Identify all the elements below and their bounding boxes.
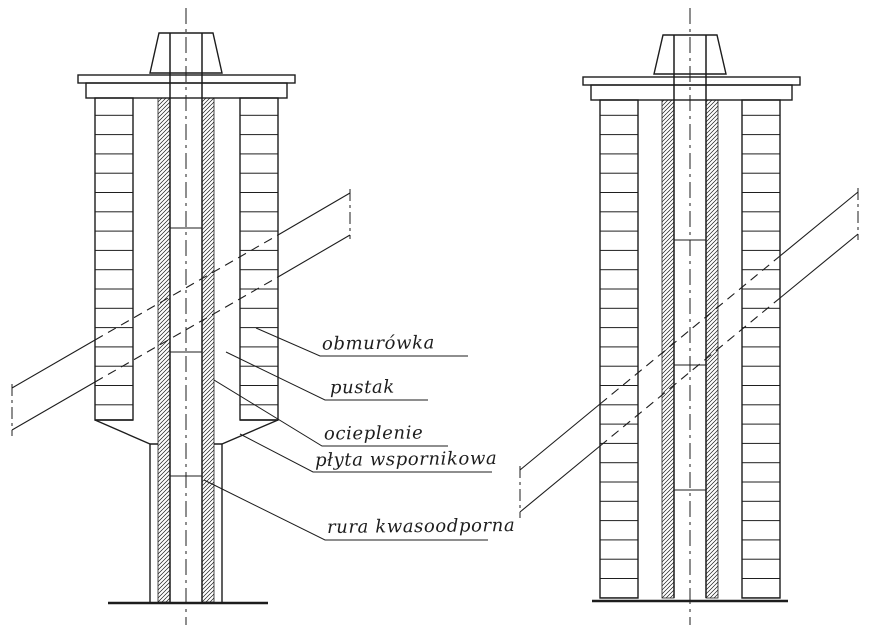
roof-lines xyxy=(519,188,859,518)
chimney-crown xyxy=(653,34,727,75)
cap-plate xyxy=(77,74,296,99)
brick-wall-right xyxy=(239,97,279,421)
support-bracket xyxy=(94,419,279,602)
right-chimney-section xyxy=(519,8,859,625)
annotation-leaders xyxy=(203,327,492,541)
cap-plate xyxy=(582,76,801,101)
label-obmurowka: obmurówka xyxy=(321,332,436,355)
label-ocieplenie: ocieplenie xyxy=(323,422,424,445)
leader-plyta-wspornikowa xyxy=(239,433,492,473)
brick-wall-right xyxy=(741,99,781,599)
brick-wall-left xyxy=(94,97,134,421)
insulation-left xyxy=(157,97,171,603)
left-chimney-section xyxy=(11,8,351,625)
pipe-joints xyxy=(674,239,706,491)
label-plyta-wspornikowa: płyta wspornikowa xyxy=(314,448,498,471)
leader-obmurowka xyxy=(255,327,468,357)
insulation-left xyxy=(661,99,675,599)
label-pustak: pustak xyxy=(329,376,395,399)
leader-pustak xyxy=(225,351,428,401)
roof-lines xyxy=(11,189,351,436)
insulation-right xyxy=(201,97,215,603)
insulation-right xyxy=(705,99,719,599)
brick-wall-left xyxy=(599,99,639,599)
label-rura-kwasoodporna: rura kwasoodporna xyxy=(326,515,516,538)
pipe-joints xyxy=(170,227,202,477)
leader-ocieplenie xyxy=(213,379,448,447)
leader-rura-kwasoodporna xyxy=(203,479,488,541)
chimney-crown xyxy=(149,32,223,74)
